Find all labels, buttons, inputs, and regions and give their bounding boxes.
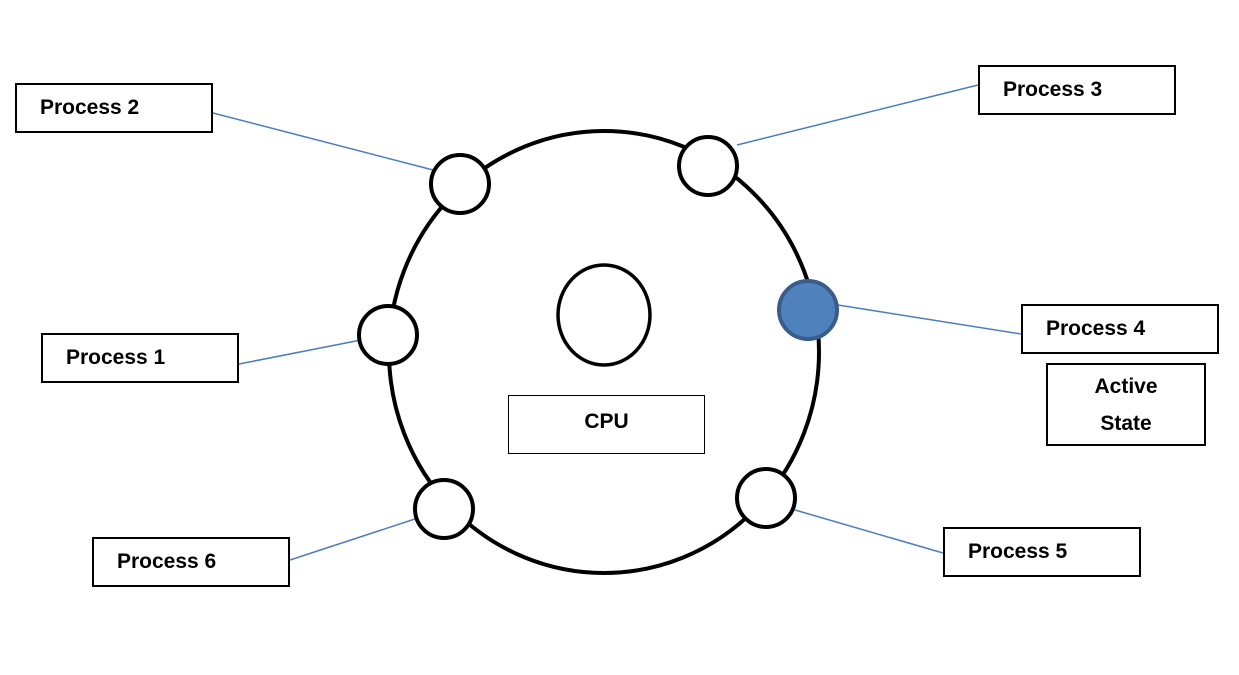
active-state-line-2: State [1100, 411, 1152, 435]
connector-process-2 [212, 112, 434, 171]
process-1-label: Process 1 [66, 346, 166, 369]
process-node-6 [413, 478, 475, 540]
connector-process-5 [794, 509, 944, 554]
process-4-label: Process 4 [1046, 317, 1146, 340]
connector-process-1 [238, 339, 362, 365]
process-node-2 [429, 153, 491, 215]
process-3-label: Process 3 [1003, 78, 1103, 101]
process-node-3 [677, 135, 739, 197]
cpu-label: CPU [584, 409, 629, 433]
active-state-box: Active State [1046, 363, 1206, 446]
process-4-box: Process 4 [1021, 304, 1219, 354]
connector-process-4 [837, 304, 1022, 335]
process-6-label: Process 6 [117, 550, 217, 573]
active-state-line-1: Active [1094, 374, 1158, 398]
process-5-label: Process 5 [968, 540, 1068, 563]
process-node-1 [357, 304, 419, 366]
process-2-box: Process 2 [15, 83, 213, 133]
cpu-core-circle [556, 263, 652, 367]
connector-process-6 [289, 517, 419, 561]
cpu-label-box: CPU [508, 395, 705, 454]
process-5-box: Process 5 [943, 527, 1141, 577]
process-node-4-active [777, 279, 839, 341]
process-node-5 [735, 467, 797, 529]
process-2-label: Process 2 [40, 96, 140, 119]
connector-process-3 [736, 84, 979, 146]
process-6-box: Process 6 [92, 537, 290, 587]
process-1-box: Process 1 [41, 333, 239, 383]
process-3-box: Process 3 [978, 65, 1176, 115]
